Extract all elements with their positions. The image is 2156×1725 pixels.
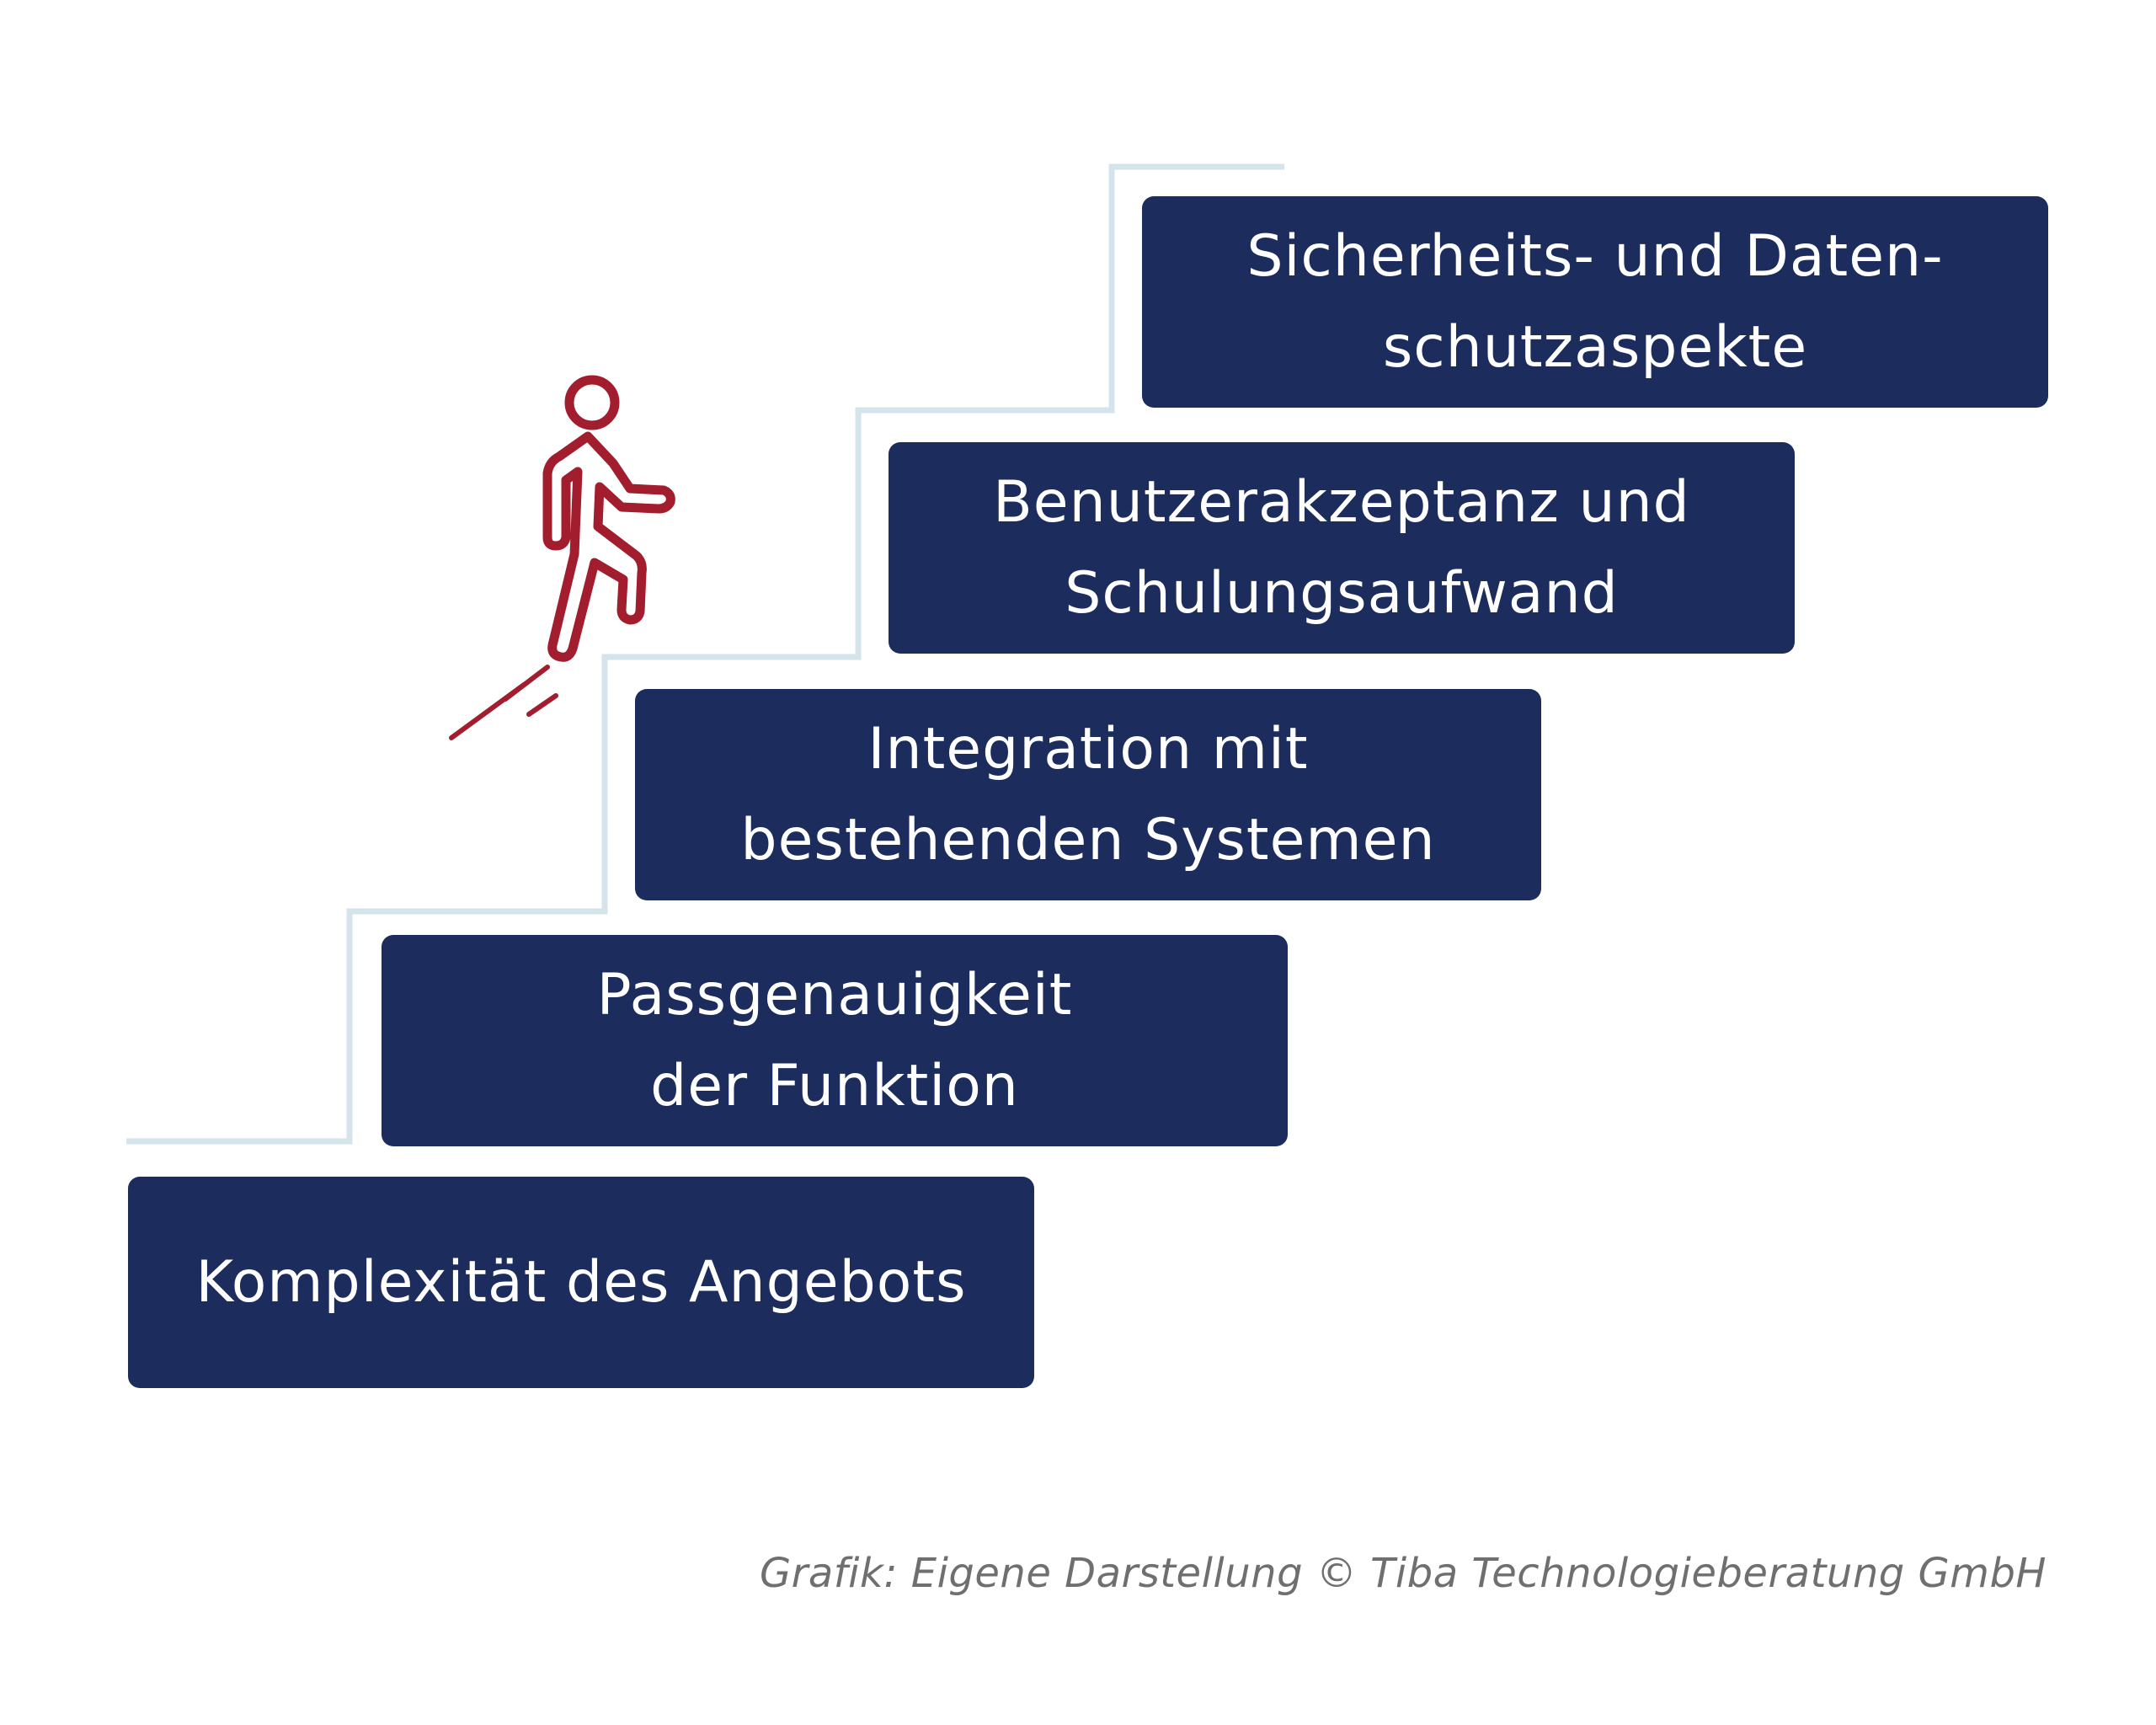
step-label-line: Schulungsaufwand [1065, 559, 1619, 627]
step-label-line: schutzaspekte [1382, 313, 1808, 381]
step-user-acceptance: Benutzerakzeptanz und Schulungsaufwand [889, 442, 1795, 654]
step-label-line: Komplexität des Angebots [195, 1248, 967, 1316]
step-integration: Integration mit bestehenden Systemen [635, 689, 1541, 900]
step-label-function-fit: Passgenauigkeit der Funktion [597, 950, 1073, 1132]
step-label-integration: Integration mit bestehenden Systemen [740, 704, 1435, 886]
step-label-line: der Funktion [650, 1052, 1019, 1119]
step-label-line: Benutzerakzeptanz und [993, 468, 1690, 536]
step-label-line: Integration mit [867, 715, 1309, 782]
step-label-complexity: Komplexität des Angebots [195, 1237, 966, 1328]
person-climbing-stairs-icon [449, 375, 675, 740]
step-label-security: Sicherheits- und Daten- schutzaspekte [1246, 211, 1943, 393]
step-label-line: Passgenauigkeit [596, 961, 1073, 1028]
step-label-user-acceptance: Benutzerakzeptanz und Schulungsaufwand [993, 457, 1690, 639]
step-function-fit: Passgenauigkeit der Funktion [382, 935, 1288, 1146]
step-label-line: bestehenden Systemen [740, 806, 1436, 873]
source-caption: Grafik: Eigene Darstellung © Tiba Techno… [759, 1550, 2047, 1597]
step-label-line: Sicherheits- und Daten- [1246, 222, 1944, 290]
step-complexity: Komplexität des Angebots [128, 1177, 1034, 1388]
step-security: Sicherheits- und Daten- schutzaspekte [1142, 196, 2048, 408]
